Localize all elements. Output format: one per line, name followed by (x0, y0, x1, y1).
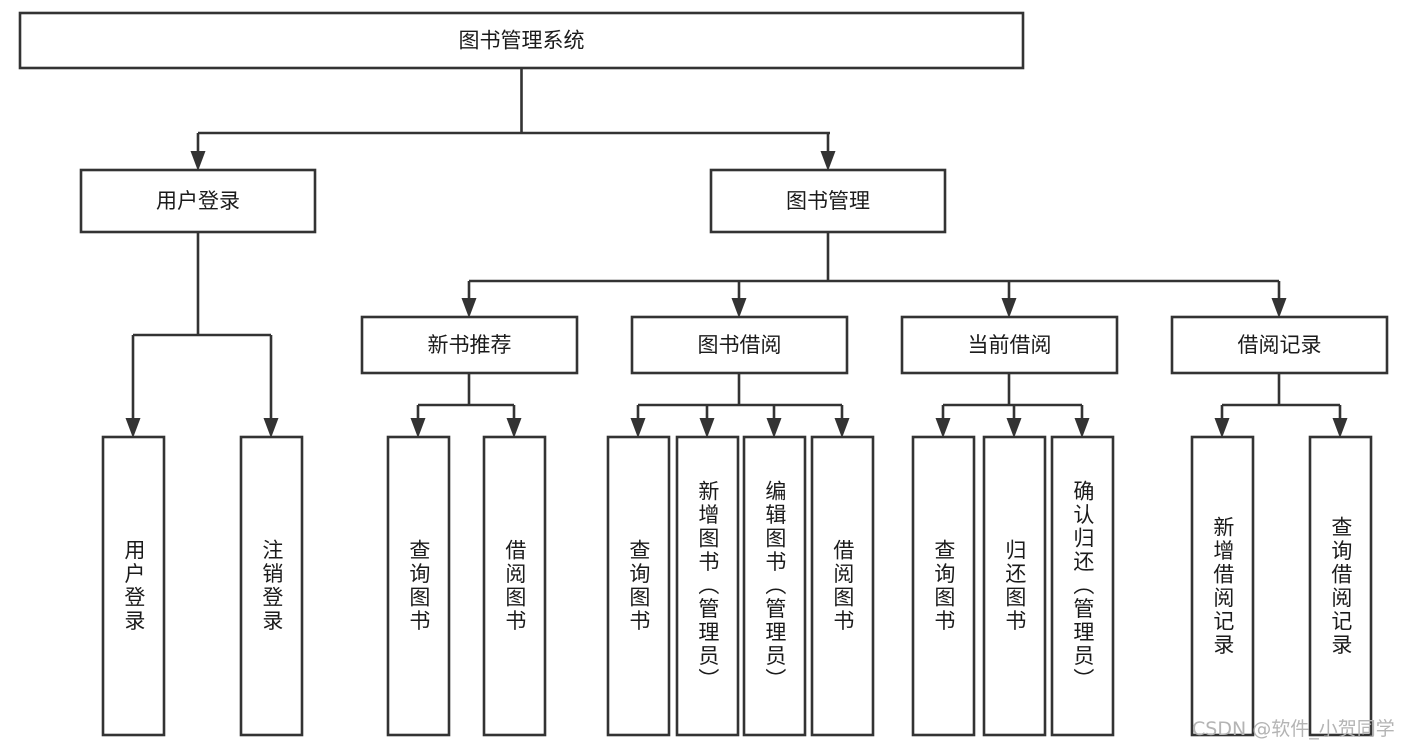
level3-node-box[interactable] (900, 315, 1119, 375)
level2-node-label: 图书管理 (786, 189, 870, 213)
arrowhead-icon (190, 151, 206, 171)
level3-node-box[interactable] (1170, 315, 1389, 375)
watermark-credit: CSDN @软件_小贺同学 (1192, 718, 1395, 740)
connectors-layer (131, 68, 1342, 418)
leaf-node-box[interactable] (101, 435, 166, 737)
leaf-node-box[interactable] (810, 435, 875, 737)
level3-node-box[interactable] (630, 315, 849, 375)
leaf-node-box[interactable] (742, 435, 807, 737)
arrowhead-icon (1271, 298, 1287, 318)
root-node-box[interactable] (18, 11, 1025, 70)
connector-line (131, 232, 273, 418)
connector-line (1220, 373, 1342, 418)
arrowhead-icon (263, 418, 279, 438)
leaf-node-box[interactable] (386, 435, 451, 737)
leaf-node-box[interactable] (1190, 435, 1255, 737)
level2-node-box[interactable] (79, 168, 317, 234)
arrowhead-icon (630, 418, 646, 438)
arrowhead-icon (461, 298, 477, 318)
level3-node-box[interactable] (360, 315, 579, 375)
arrowhead-icon (1332, 418, 1348, 438)
arrowhead-icon (1006, 418, 1022, 438)
node-boxes-layer (18, 11, 1389, 737)
connector-line (416, 373, 516, 418)
level3-node-label: 图书借阅 (698, 333, 782, 357)
leaf-node-box[interactable] (1050, 435, 1115, 737)
arrowhead-icon (699, 418, 715, 438)
leaf-node-box[interactable] (482, 435, 547, 737)
leaf-node-box[interactable] (239, 435, 304, 737)
level3-node-label: 借阅记录 (1238, 333, 1322, 357)
arrowhead-icon (766, 418, 782, 438)
leaf-node-box[interactable] (606, 435, 671, 737)
level2-node-box[interactable] (709, 168, 947, 234)
leaf-node-box[interactable] (911, 435, 976, 737)
level3-node-label: 新书推荐 (428, 333, 512, 357)
connector-line (636, 373, 844, 418)
leaf-node-box[interactable] (982, 435, 1047, 737)
leaf-node-box[interactable] (675, 435, 740, 737)
arrowhead-icon (506, 418, 522, 438)
arrowhead-icon (1214, 418, 1230, 438)
arrowhead-icon (935, 418, 951, 438)
arrowhead-icon (731, 298, 747, 318)
arrowheads-layer (125, 151, 1348, 438)
connector-line (467, 232, 1281, 300)
arrowhead-icon (125, 418, 141, 438)
arrowhead-icon (834, 418, 850, 438)
connector-line (941, 373, 1084, 418)
leaf-node-box[interactable] (1308, 435, 1373, 737)
level2-node-label: 用户登录 (156, 189, 240, 213)
arrowhead-icon (410, 418, 426, 438)
connector-line (196, 68, 830, 152)
level3-node-label: 当前借阅 (968, 333, 1052, 357)
arrowhead-icon (820, 151, 836, 171)
arrowhead-icon (1074, 418, 1090, 438)
root-node-label: 图书管理系统 (459, 29, 585, 53)
arrowhead-icon (1001, 298, 1017, 318)
